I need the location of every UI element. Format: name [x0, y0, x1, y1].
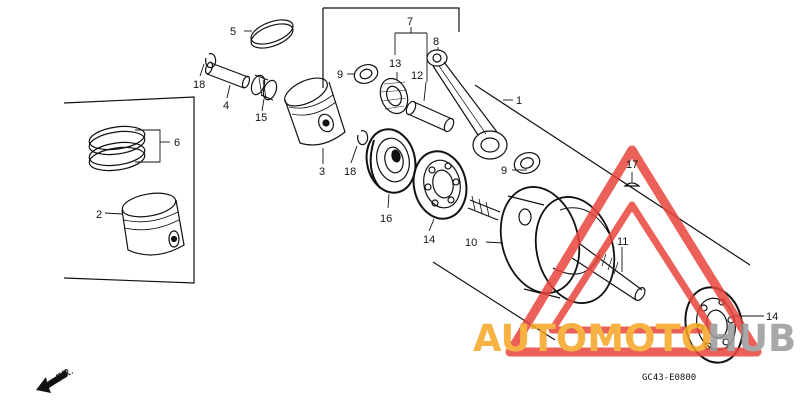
watermark-triangle-inner — [548, 201, 716, 334]
crankshaft-oil-seal — [365, 128, 417, 194]
piston-pin-clip-left — [205, 53, 217, 69]
leader-lines — [104, 27, 764, 317]
callout-8: 8 — [433, 36, 439, 48]
callout-4: 4 — [223, 100, 229, 112]
crank-pin — [405, 100, 455, 133]
piston-large — [284, 77, 346, 146]
callout-11: 11 — [617, 236, 628, 248]
watermark: AUTOMOTO HUB — [473, 145, 796, 360]
piston-pin-clip-right — [357, 130, 369, 146]
callout-18-right: 18 — [344, 166, 356, 178]
callout-13: 13 — [389, 58, 401, 70]
thrust-washer-bottom — [513, 152, 541, 174]
needle-bearing-small-end — [250, 74, 278, 101]
callout-7: 7 — [407, 16, 413, 28]
crankshaft-bearing-upper — [412, 150, 468, 220]
front-direction-arrow: FR. — [36, 365, 76, 393]
piston-ring-top — [250, 19, 294, 49]
thrust-washer-top — [353, 63, 379, 85]
callout-3: 3 — [319, 166, 325, 178]
callout-17: 17 — [626, 159, 638, 171]
callout-labels: 5 18 4 15 3 18 6 2 7 8 9 13 12 1 9 16 14… — [96, 16, 778, 323]
connecting-rod-frame — [323, 7, 460, 32]
woodruff-key — [623, 182, 641, 187]
callout-9-top: 9 — [337, 69, 343, 81]
callout-1: 1 — [516, 95, 522, 107]
crankshaft-frame-bottom — [432, 261, 556, 341]
ring-piston-group-frame — [63, 96, 195, 284]
piston-ring-set — [88, 125, 146, 172]
needle-bearing-big-end — [379, 77, 409, 115]
watermark-triangle-outer — [505, 145, 762, 357]
connecting-rod — [426, 49, 508, 160]
callout-16: 16 — [380, 213, 392, 225]
watermark-text-automoto: AUTOMOTO — [473, 317, 712, 360]
watermark-triangle — [505, 145, 762, 357]
callout-6: 6 — [174, 137, 180, 149]
diagram-code: GC43-E0800 — [642, 373, 696, 383]
watermark-text-hub: HUB — [707, 317, 796, 360]
callout-9-bottom: 9 — [501, 165, 507, 177]
callout-2: 2 — [96, 209, 102, 221]
callout-5: 5 — [230, 26, 236, 38]
piston-small — [121, 192, 185, 256]
callout-10: 10 — [465, 237, 477, 249]
callout-14-upper: 14 — [423, 234, 435, 246]
callout-14-lower: 14 — [766, 311, 778, 323]
callout-15: 15 — [255, 112, 267, 124]
callout-12: 12 — [411, 70, 423, 82]
piston-pin — [204, 61, 251, 89]
callout-18-left: 18 — [193, 79, 205, 91]
